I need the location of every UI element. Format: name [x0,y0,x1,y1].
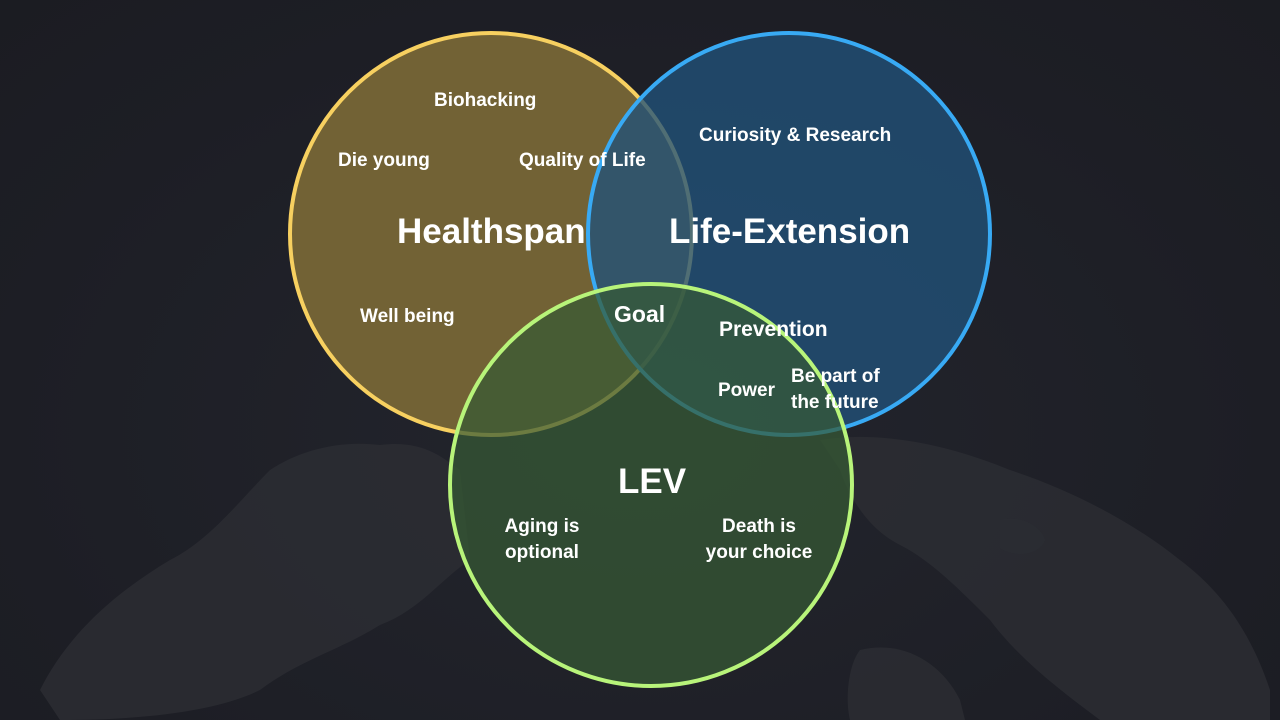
item-well-being: Well being [360,306,455,327]
item-die-young: Die young [338,150,430,171]
goal-label: Goal [614,301,666,327]
lev-title: LEV [618,462,687,501]
item-death-is-your-choice-line1: Death is [722,516,796,537]
globe-landmass-eurasia [820,436,1270,720]
item-quality-of-life: Quality of Life [519,150,646,171]
item-aging-is-optional-line1: Aging is [504,516,580,537]
globe-landmass-south [847,647,965,720]
globe-landmass-americas [40,443,470,720]
item-aging-is-optional-line2: optional [505,541,579,563]
lev-circle [448,282,854,688]
globe-landmass-island [1000,518,1045,554]
item-prevention: Prevention [719,318,828,341]
item-be-part-of-the-future-line1: Be part of [791,366,880,387]
item-aging-is-optional: Aging is optional [503,514,581,565]
item-power: Power [718,380,776,401]
item-be-part-of-the-future: Be part of the future [791,364,880,415]
life-extension-title: Life-Extension [669,212,911,251]
item-biohacking: Biohacking [434,90,537,111]
item-death-is-your-choice: Death is your choice [701,514,817,565]
item-curiosity-research: Curiosity & Research [699,125,892,146]
item-death-is-your-choice-line2: your choice [705,541,813,563]
item-be-part-of-the-future-line2: the future [791,391,879,413]
healthspan-title: Healthspan [397,212,586,251]
